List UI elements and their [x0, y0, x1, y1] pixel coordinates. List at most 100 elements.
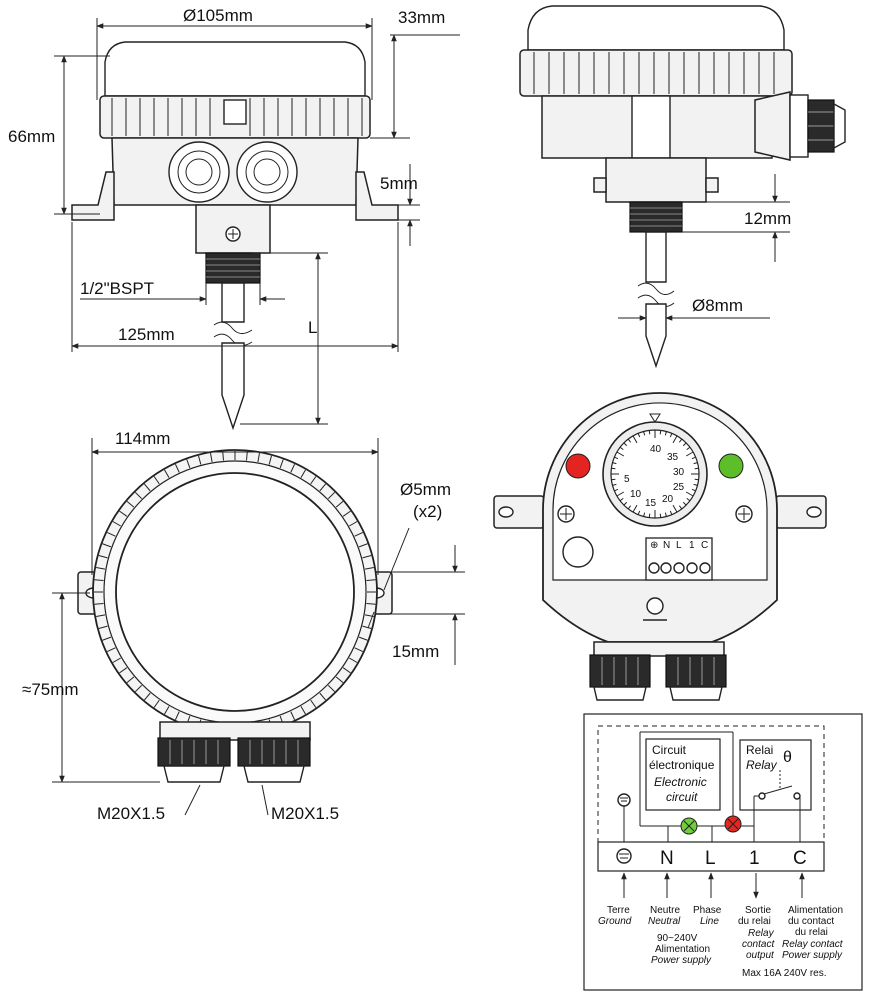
ring-ribs: [111, 98, 363, 136]
dial-tick: [623, 501, 628, 506]
circuit-label-fr-1: Circuit: [652, 743, 687, 757]
dial-tick: [643, 512, 646, 517]
gland-right-cap: [243, 765, 305, 783]
knurl-mark: [143, 692, 151, 701]
caption-ground-en: Ground: [598, 916, 632, 927]
gland-base-top: [159, 721, 311, 741]
dial-tick: [678, 438, 683, 443]
knurl-mark: [327, 684, 336, 693]
dial-tick: [643, 431, 646, 436]
dial-pointer: [649, 413, 661, 423]
label-gland-right: M20X1.5: [271, 804, 339, 823]
caption-phase-fr: Phase: [693, 905, 722, 916]
label-gland-left: M20X1.5: [97, 804, 165, 823]
dial-tick: [686, 497, 691, 502]
relay-label-en: Relay: [746, 758, 778, 772]
caption-supply-en-1: Relay contact: [782, 939, 844, 950]
side-ring: [519, 49, 793, 97]
caption-power-fr: Alimentation: [655, 944, 710, 955]
tb-label-l: L: [676, 540, 682, 551]
knurl-mark: [364, 567, 374, 570]
dial-tick: [693, 462, 698, 465]
dial-tick: [637, 433, 641, 438]
cable-entry-knockout: [562, 536, 594, 568]
knurl-mark: [362, 555, 372, 559]
thread: [205, 252, 261, 284]
side-lid: [527, 5, 785, 51]
dim-hole-diameter-5: Ø5mm: [400, 480, 451, 499]
relay-theta: θ: [783, 749, 792, 766]
knurl-mark: [300, 706, 306, 715]
knurl-mark: [310, 476, 317, 485]
knurl-mark: [349, 521, 358, 527]
knurl-mark: [349, 657, 358, 663]
ground-symbol-icon: [617, 793, 631, 807]
knurl-mark: [96, 567, 106, 570]
side-gland-nut: [789, 94, 809, 158]
dial-label-10: 10: [630, 489, 642, 500]
dim-probe-length: L: [308, 318, 317, 337]
dial-tick: [669, 433, 673, 438]
knurl-mark: [319, 692, 327, 701]
knurl-mark: [174, 463, 180, 473]
knurl-mark: [198, 455, 202, 465]
lid: [104, 41, 366, 97]
terminal-bar: [597, 841, 825, 872]
side-view: 12mm Ø8mm: [519, 5, 846, 369]
front-view: Ø105mm 33mm 66mm 5mm 1/2"BSPT 125mm L: [8, 6, 460, 431]
relay-label-fr: Relai: [746, 743, 773, 757]
dim-hole-count: (x2): [413, 502, 442, 521]
dial-tick: [694, 467, 699, 470]
caption-power-en: Power supply: [651, 955, 712, 966]
knurl-mark: [366, 579, 376, 581]
terminal-screws: [648, 562, 711, 574]
dim-offset-15: 15mm: [392, 642, 439, 661]
knurl-mark: [98, 555, 108, 559]
side-fitting: [605, 157, 707, 203]
left-flange: [71, 171, 115, 221]
knurl-mark: [126, 500, 135, 508]
knurl-mark: [102, 636, 112, 641]
caption-neutral-en: Neutral: [648, 916, 681, 927]
dial-label-30: 30: [673, 467, 685, 478]
dial-tick: [612, 462, 617, 465]
dial-tick: [611, 467, 616, 470]
knurl-mark: [279, 459, 284, 469]
knurl-mark: [96, 614, 106, 617]
dim-offset-5: 5mm: [380, 174, 418, 193]
dim-probe-diameter-8: Ø8mm: [692, 296, 743, 315]
dim-height-75: ≈75mm: [22, 680, 79, 699]
terminal-l: L: [705, 848, 716, 869]
open-view: 40 35 30 25 20 15 10 5 ⊕ N L 1 C: [493, 392, 827, 701]
caption-supply-en-2: Power supply: [782, 950, 843, 961]
dial-tick: [682, 501, 687, 506]
dial-label-35: 35: [667, 452, 679, 463]
knurl-mark: [164, 706, 170, 715]
side-thread: [629, 201, 683, 233]
dial-tick: [672, 435, 678, 444]
terminal-1: 1: [749, 848, 760, 869]
dial-tick: [648, 430, 651, 435]
dial-label-15: 15: [645, 498, 657, 509]
knurl-mark: [327, 491, 336, 500]
dial-tick: [693, 483, 698, 486]
circuit-label-en-1: Electronic: [654, 775, 707, 789]
dial-label-5: 5: [624, 474, 630, 485]
terminal-block-labels: ⊕ N L 1 C: [650, 540, 708, 551]
dial-tick: [686, 446, 691, 451]
terminal-n: N: [660, 848, 674, 869]
knurl-mark: [94, 603, 104, 605]
dial-label-40: 40: [650, 444, 662, 455]
knurl-mark: [335, 676, 344, 684]
knurl-mark: [112, 657, 121, 663]
knurl-mark: [354, 531, 364, 537]
dial-tick: [623, 442, 628, 447]
dial-tick: [659, 513, 662, 518]
knurl-mark: [112, 521, 121, 527]
knurl-mark: [362, 625, 372, 629]
side-pillar: [631, 95, 671, 159]
dial-tick: [632, 435, 638, 444]
red-indicator-led: [565, 453, 591, 479]
